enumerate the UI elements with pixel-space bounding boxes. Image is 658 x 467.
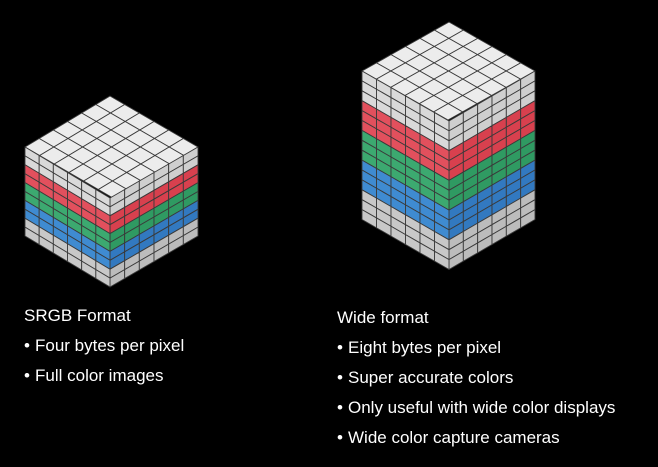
srgb-bullet-text: Full color images: [35, 366, 164, 385]
bullet-glyph: •: [337, 368, 343, 387]
bullet-glyph: •: [24, 336, 30, 355]
wide-bullet-text: Only useful with wide color displays: [348, 398, 616, 417]
wide-bullet-item: • Wide color capture cameras: [337, 428, 615, 458]
wide-bullet-list: • Eight bytes per pixel • Super accurate c…: [337, 338, 615, 458]
bullet-glyph: •: [337, 428, 343, 447]
wide-pixel-cube: [361, 21, 536, 270]
srgb-title: SRGB Format: [24, 306, 131, 325]
srgb-bullet-item: • Four bytes per pixel: [24, 336, 184, 366]
wide-bullet-item: • Super accurate colors: [337, 368, 615, 398]
gray-layer-right-cell: [520, 209, 536, 229]
bullet-glyph: •: [337, 398, 343, 417]
wide-caption: Wide format • Eight bytes per pixel • Supe…: [337, 308, 615, 458]
bullet-glyph: •: [24, 366, 30, 385]
srgb-bullet-text: Four bytes per pixel: [35, 336, 185, 355]
srgb-bullet-list: • Four bytes per pixel • Full color images: [24, 336, 184, 396]
bullet-glyph: •: [337, 338, 343, 357]
srgb-bullet-item: • Full color images: [24, 366, 184, 396]
wide-bullet-text: Super accurate colors: [348, 368, 514, 387]
gray-layer-left-cell: [434, 250, 450, 270]
wide-bullet-text: Eight bytes per pixel: [348, 338, 502, 357]
gray-layer-left-cell: [95, 269, 111, 288]
wide-title: Wide format: [337, 308, 429, 327]
srgb-caption: SRGB Format • Four bytes per pixel • Full …: [24, 306, 184, 396]
gray-layer-right-cell: [182, 226, 199, 245]
wide-bullet-text: Wide color capture cameras: [348, 428, 560, 447]
wide-bullet-item: • Only useful with wide color displays: [337, 398, 615, 428]
wide-bullet-item: • Eight bytes per pixel: [337, 338, 615, 368]
srgb-pixel-cube: [24, 95, 199, 288]
